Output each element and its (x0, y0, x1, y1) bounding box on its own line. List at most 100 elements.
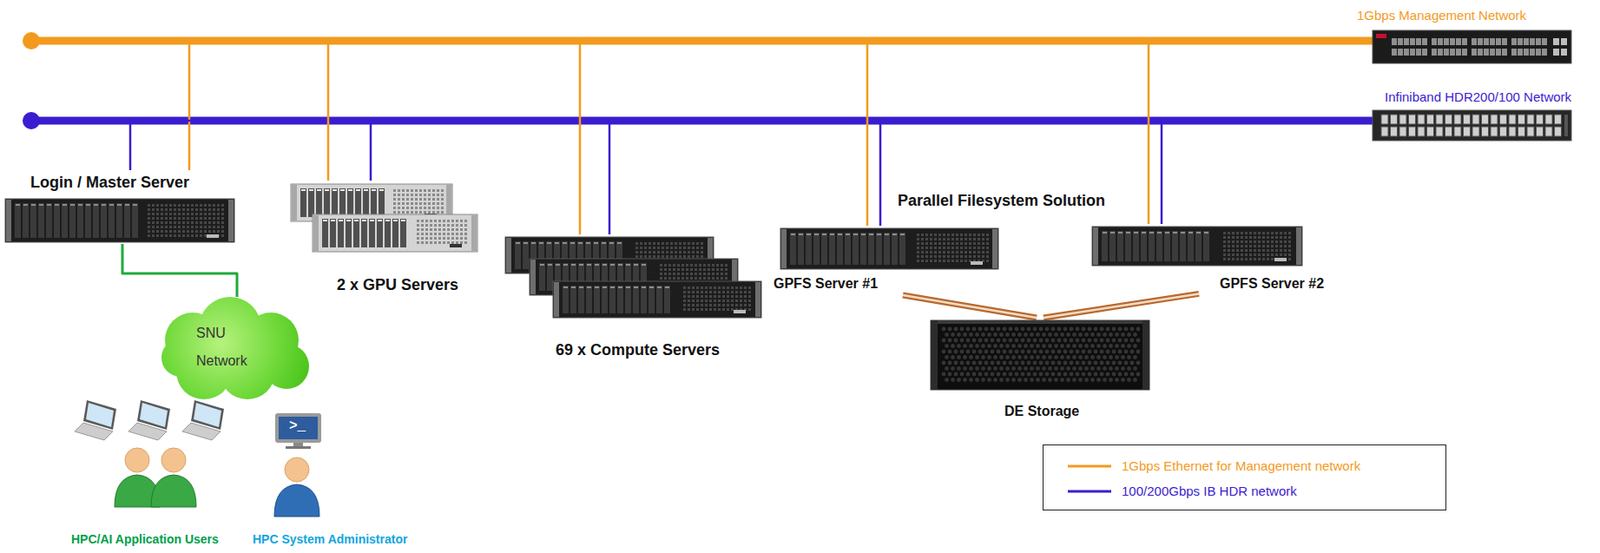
vent-hole (1227, 244, 1231, 248)
vent-hole (704, 290, 708, 294)
vent-hole (713, 303, 717, 307)
port (1403, 38, 1410, 46)
vent-hole (1231, 253, 1235, 257)
vent-hole (208, 204, 211, 207)
vent-hole (1223, 236, 1226, 239)
drive-led (70, 204, 75, 206)
vent-hole (427, 193, 431, 197)
vent-hole (217, 208, 220, 211)
vent-hole (1262, 231, 1265, 235)
vent-hole (212, 221, 216, 224)
vent-hole (1236, 236, 1239, 239)
vent-hole (711, 276, 715, 280)
terminal-prompt: >_ (289, 418, 306, 435)
mesh-hole (1078, 332, 1083, 337)
vent-hole (156, 212, 159, 216)
drive-led (322, 219, 328, 222)
vent-hole (635, 242, 639, 245)
vent-hole (942, 255, 946, 258)
vent-hole (1253, 244, 1257, 248)
mesh-hole (1106, 327, 1111, 332)
port (1483, 48, 1489, 56)
vent-hole (1253, 240, 1257, 244)
vent-hole (455, 228, 459, 231)
vent-hole (748, 308, 751, 311)
vent-hole (1262, 240, 1265, 244)
vent-hole (429, 219, 433, 223)
mesh-hole (1023, 366, 1028, 371)
vent-hole (195, 221, 198, 224)
drive-led (547, 263, 553, 266)
drive-led (401, 219, 406, 222)
vent-hole (670, 255, 673, 258)
vent-hole (447, 237, 450, 240)
mesh-hole (1011, 332, 1016, 337)
drive-bay (664, 285, 671, 314)
vent-hole (1236, 253, 1239, 257)
vent-hole (960, 259, 963, 263)
drive-bay (514, 241, 521, 270)
vent-hole (681, 268, 685, 271)
vent-hole (436, 193, 440, 197)
vent-hole (212, 217, 216, 220)
vent-hole (709, 303, 712, 307)
port (1391, 38, 1397, 46)
vent-hole (1279, 249, 1283, 252)
vent-hole (690, 276, 693, 280)
mesh-hole (1027, 349, 1032, 355)
vent-hole (1223, 240, 1226, 244)
drive-led (571, 286, 576, 289)
vent-hole (1279, 244, 1283, 248)
mesh-hole (1102, 355, 1107, 360)
vent-hole (921, 250, 924, 254)
mesh-hole (1072, 355, 1077, 360)
vent-hole (947, 246, 950, 250)
vent-hole (1223, 249, 1226, 252)
drive-bay (316, 188, 323, 218)
mesh-hole (968, 343, 974, 349)
vent-hole (447, 232, 450, 236)
vent-hole (1240, 244, 1244, 248)
rack-ear (1296, 227, 1302, 265)
vent-hole (1249, 257, 1252, 261)
server-chassis (1092, 226, 1303, 266)
mesh-hole (990, 372, 995, 377)
vent-hole (419, 210, 422, 214)
vent-hole (700, 286, 704, 290)
vent-hole (716, 272, 719, 276)
mesh-hole (1002, 349, 1008, 355)
mesh-hole (1124, 338, 1129, 343)
qsfp-port (1490, 126, 1498, 137)
vent-hole (160, 234, 164, 238)
mesh-hole (966, 338, 971, 343)
drive-led (31, 204, 36, 206)
vent-hole (204, 204, 207, 207)
vent-hole (730, 295, 734, 298)
server-node: 2 x GPU Servers (286, 180, 480, 297)
mesh-hole (1020, 349, 1026, 355)
vent-hole (164, 221, 168, 224)
vent-hole (648, 255, 652, 258)
drive-led (1125, 231, 1131, 234)
vent-hole (441, 193, 444, 197)
mesh-hole (1093, 349, 1099, 355)
drive-bay (1195, 230, 1202, 262)
vent-hole (973, 242, 976, 245)
sfp-port (1553, 38, 1560, 46)
vent-hole (986, 255, 989, 258)
mesh-hole (1017, 377, 1022, 382)
vent-hole (951, 237, 955, 241)
vent-hole (221, 212, 224, 216)
vent-hole (182, 230, 185, 233)
vent-hole (683, 308, 686, 311)
qsfp-port (1481, 114, 1489, 125)
mesh-hole (1063, 349, 1068, 355)
network-link (130, 120, 1368, 171)
illustration (930, 320, 1150, 390)
vent-hole (921, 255, 924, 258)
vent-hole (164, 234, 168, 238)
drive-led (1102, 231, 1107, 234)
vent-hole (690, 272, 693, 276)
bus-end (22, 32, 40, 50)
user-group: HPC/AI Application Users (67, 399, 247, 549)
